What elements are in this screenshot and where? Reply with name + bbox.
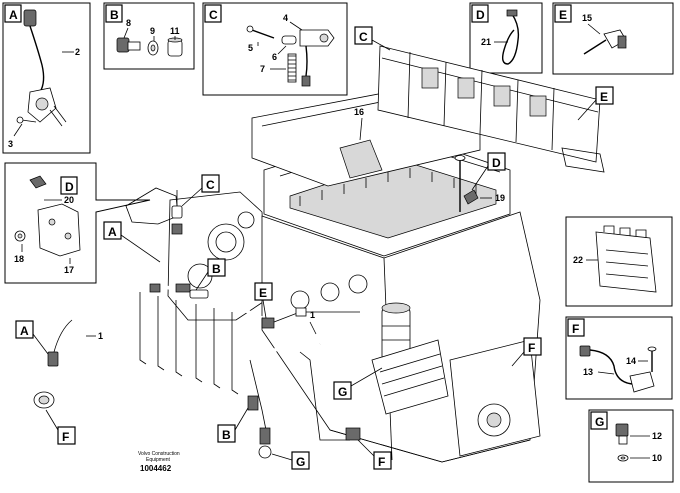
callout-f-right: F — [528, 341, 535, 355]
sensor-connector — [23, 9, 37, 27]
detail-box-a: A 2 3 — [2, 2, 91, 154]
engine-block: 16 19 — [125, 87, 541, 463]
callout-a-mid: A — [108, 225, 117, 239]
temperature-sensor — [629, 371, 655, 393]
part-label-21: 21 — [481, 37, 491, 47]
cable-tie — [501, 13, 520, 65]
brand-line-2: Equipment — [146, 457, 171, 463]
detail-b-tag: B — [110, 8, 119, 22]
detail-box-f-right: F 14 13 — [565, 316, 673, 400]
detail-g-tag: G — [595, 415, 604, 429]
part-label-11: 11 — [170, 26, 180, 36]
sensor-cable — [29, 25, 45, 93]
callout-f-lower: F — [378, 455, 385, 469]
part-label-4: 4 — [283, 13, 288, 23]
part-label-19: 19 — [495, 193, 505, 203]
brand-line-1: Volvo Construction — [138, 451, 180, 457]
exhaust-manifold — [377, 45, 605, 173]
part-label-16: 16 — [354, 107, 364, 117]
part-label-9: 9 — [150, 26, 155, 36]
part-label-20: 20 — [64, 195, 74, 205]
mounting-bracket — [37, 203, 81, 257]
detail-f-tag: F — [572, 322, 579, 336]
detail-box-ecu: 22 — [565, 216, 673, 307]
callout-e-right: E — [600, 90, 608, 104]
part-label-14: 14 — [626, 356, 636, 366]
part-label-3: 3 — [8, 139, 13, 149]
part-label-18: 18 — [14, 254, 24, 264]
callout-g-mid: G — [338, 385, 347, 399]
callout-c-top: C — [359, 30, 368, 44]
part-label-8: 8 — [126, 18, 131, 28]
part-label-10: 10 — [652, 453, 662, 463]
detail-a-tag: A — [9, 8, 18, 22]
part-label-5: 5 — [248, 43, 253, 53]
position-sensor — [299, 29, 335, 47]
callout-b-mid: B — [212, 262, 221, 276]
callout-tags: C E D C A B E A F G — [15, 26, 614, 470]
callout-e-mid: E — [259, 286, 267, 300]
part-label-15: 15 — [582, 13, 592, 23]
callout-a-lower: A — [20, 324, 29, 338]
part-label-17: 17 — [64, 265, 74, 275]
control-unit — [595, 231, 657, 293]
part-label-6: 6 — [272, 52, 277, 62]
part-label-12: 12 — [652, 431, 662, 441]
callout-f-left: F — [62, 430, 69, 444]
part-label-1b: 1 — [310, 310, 315, 320]
part-label-2: 2 — [75, 47, 80, 57]
wiring-harness: 1 1 — [33, 190, 361, 459]
drawing-footer: Volvo Construction Equipment 1004462 — [138, 451, 180, 473]
detail-box-g-right: G 12 10 — [588, 409, 674, 483]
detail-d-left-tag: D — [65, 180, 74, 194]
detail-box-d-left: D 18 20 17 — [4, 162, 151, 284]
callout-d-mid: D — [492, 156, 501, 170]
detail-box-c: C 5 6 7 4 — [202, 2, 348, 96]
detail-box-b: B 8 9 11 — [103, 2, 195, 70]
detail-e-tag: E — [559, 8, 567, 22]
detail-box-e-top: E 15 — [552, 2, 674, 75]
callout-c-mid: C — [206, 178, 215, 192]
part-label-13: 13 — [583, 367, 593, 377]
part-label-1: 1 — [98, 331, 103, 341]
callout-b-lower: B — [222, 428, 231, 442]
detail-box-d-top: D 21 — [469, 2, 543, 74]
detail-d-tag: D — [476, 8, 485, 22]
part-label-7: 7 — [260, 64, 265, 74]
detail-c-tag: C — [209, 8, 218, 22]
drawing-number: 1004462 — [140, 464, 172, 473]
callout-g-lower: G — [296, 455, 305, 469]
part-label-22: 22 — [573, 255, 583, 265]
